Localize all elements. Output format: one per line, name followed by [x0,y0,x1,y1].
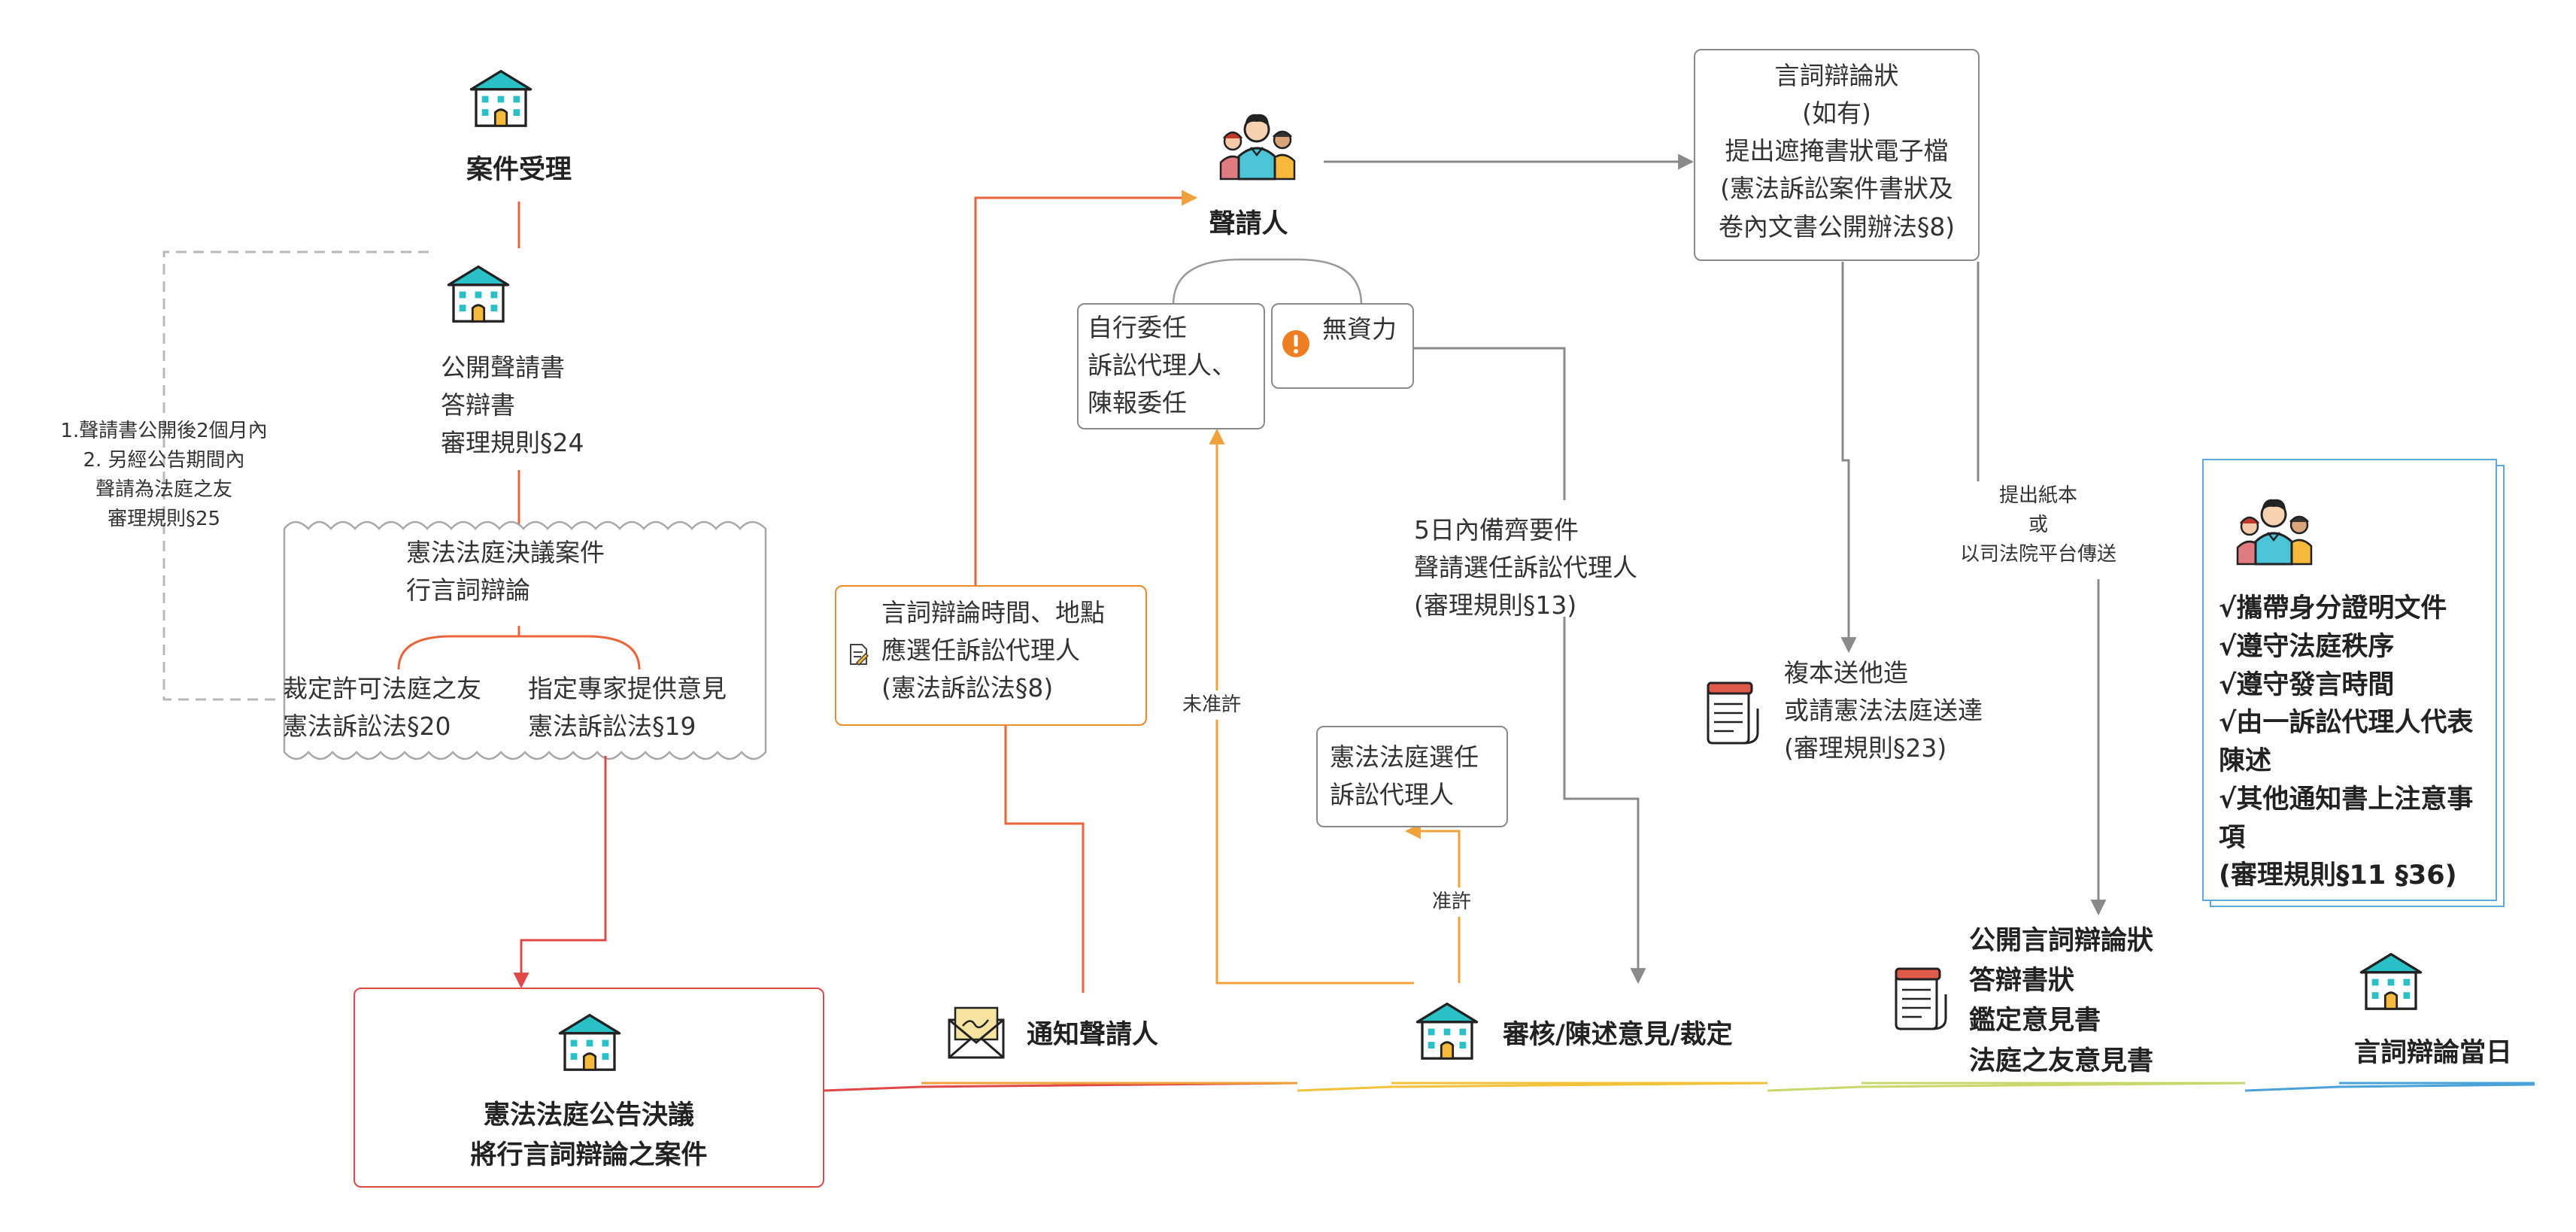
document-edit-icon [850,644,869,666]
building-icon [447,265,510,323]
notice-box [835,585,1147,726]
document-icon [1707,681,1759,745]
public-docs-text: 公開聲請書 答辯書 審理規則§24 [441,353,584,458]
envelope-icon [948,1006,1005,1059]
paper-or-platform-text: 提出紙本 或 以司法院平台傳送 [1925,481,2151,569]
line-no-means-to-five-days [1414,347,1566,500]
announce-text: 憲法法庭公告決議 將行言詞辯論之案件 [470,1100,708,1171]
no-means-text: 無資力 [1322,314,1397,344]
baseline-green [1767,1082,2246,1092]
line-petitioner-branch [1172,258,1363,305]
court-appoint-box [1316,726,1508,827]
cloud-branch [397,626,641,670]
cloud-left-text: 裁定許可法庭之友 憲法訴訟法§20 [283,674,481,742]
self-appoint-text: 自行委任 訴訟代理人、 陳報委任 [1088,313,1236,418]
note-item: √由一訴訟代理人代表 陳述 [2219,708,2474,776]
building-icon [558,1013,621,1071]
petitioner-label: 聲請人 [1209,209,1288,239]
brief-box [1694,49,1980,261]
line-notice-to-notify [1004,726,1085,993]
notes-list: √攜帶身分證明文件 √遵守法庭秩序 √遵守發言時間 √由一訴訟代理人代表 陳述 … [2219,590,2490,895]
people-icon [2236,499,2313,566]
document-icon [1895,967,1947,1030]
building-icon [2359,952,2423,1010]
baseline-blue [2244,1083,2535,1092]
public-briefs-text: 公開言詞辯論狀 答辯書狀 鑑定意見書 法庭之友意見書 [1969,926,2154,1076]
warning-icon [1282,330,1309,357]
note-item: √遵守法庭秩序 [2219,631,2395,662]
line-not-granted [1209,428,1414,985]
note-item: √遵守發言時間 [2219,669,2395,700]
line-brief-to-copies [1840,262,1857,654]
brief-text: 言詞辯論狀 (如有) 提出遮掩書狀電子檔 (憲法訴訟案件書狀及 卷內文書公開辦法… [1718,61,1956,241]
note-item: (審理規則§11 §36) [2219,860,2457,891]
self-appoint-box [1077,303,1265,429]
line-notice-up-to-petitioner [974,190,1198,585]
not-granted-label: 未准許 [1179,690,1245,720]
notes-card: √攜帶身分證明文件 √遵守法庭秩序 √遵守發言時間 √由一訴訟代理人代表 陳述 … [2202,459,2497,901]
five-days-text: 5日內備齊要件 聲請選任訴訟代理人 (審理規則§13) [1414,515,1637,621]
cloud-title: 憲法法庭決議案件 行言詞辯論 [406,538,605,605]
notify-petitioner-label: 通知聲請人 [1027,1020,1159,1050]
friend-of-court-note: 1.聲請書公開後2個月內 2. 另經公告期間內 聲請為法庭之友 審理規則§25 [60,420,268,530]
copies-text: 複本送他造 或請憲法法庭送達 (審理規則§23) [1784,658,1983,763]
court-appoint-text: 憲法法庭選任 訴訟代理人 [1330,742,1479,810]
line-cloud-to-announce [513,756,607,989]
hearing-day-label: 言詞辯論當日 [2354,1038,2513,1068]
building-icon [469,69,532,127]
line-granted [1404,823,1461,983]
people-icon [1219,114,1296,181]
review-label: 審核/陳述意見/裁定 [1503,1020,1733,1050]
line-side-note-dashed [162,250,429,701]
notice-text: 言詞辯論時間、地點 應選任訴訟代理人 (憲法訴訟法§8) [881,598,1105,703]
baseline-yellow [1297,1082,1768,1092]
cloud-outline [283,520,767,760]
note-item: √其他通知書上注意事 項 [2219,784,2474,853]
announce-box: 憲法法庭公告決議 將行言詞辯論之案件 [353,988,824,1188]
line-five-days-to-review [1563,617,1646,985]
note-item: √攜帶身分證明文件 [2219,593,2447,624]
case-accept-label: 案件受理 [466,155,572,185]
baseline-red [823,1082,1298,1092]
building-icon [1415,1002,1479,1060]
granted-label: 准許 [1429,888,1475,917]
cloud-right-text: 指定專家提供意見 憲法訴訟法§19 [528,674,727,742]
